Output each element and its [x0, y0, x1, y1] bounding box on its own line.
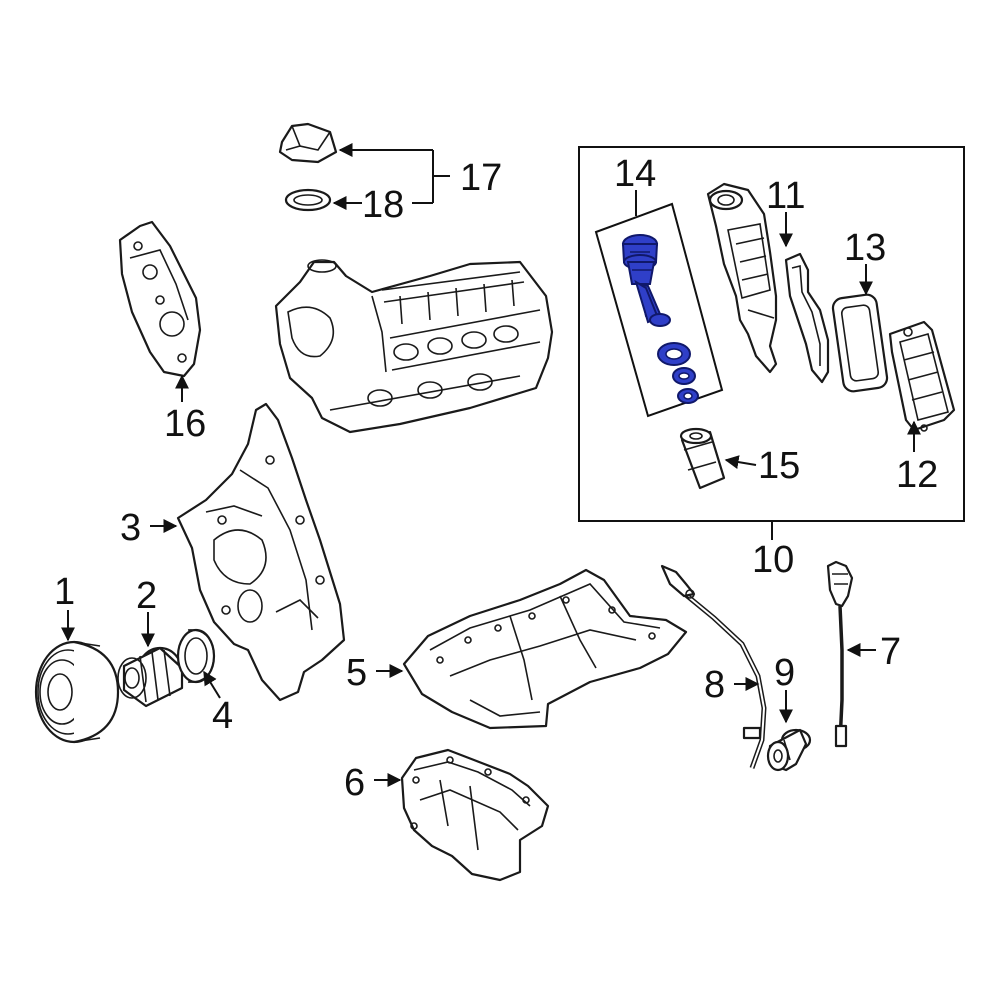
callout-11: 11: [766, 175, 805, 217]
engine-cylinder-head: [274, 259, 554, 434]
callout-9: 9: [774, 652, 795, 694]
filler-cap-seal[interactable]: [284, 188, 332, 212]
dipstick[interactable]: [826, 560, 854, 748]
front-crank-seal[interactable]: [176, 628, 216, 684]
callout-14: 14: [614, 153, 656, 195]
callout-3: 3: [120, 507, 141, 549]
oil-filter-cap-kit[interactable]: [621, 234, 699, 404]
filter-cap-kit-frame: [594, 202, 724, 418]
callout-4: 4: [212, 695, 233, 737]
callout-10: 10: [752, 539, 794, 581]
crankshaft-sprocket[interactable]: [117, 646, 184, 708]
callout-2: 2: [136, 575, 157, 617]
callout-8: 8: [704, 664, 725, 706]
oil-filler-cap[interactable]: [278, 122, 338, 164]
oil-filter-housing[interactable]: [706, 182, 778, 374]
oil-filter-element[interactable]: [679, 427, 726, 490]
oil-cooler[interactable]: [888, 320, 956, 432]
upper-oil-pan[interactable]: [402, 568, 688, 730]
callout-5: 5: [346, 652, 367, 694]
callout-1: 1: [54, 571, 75, 613]
housing-gasket: [784, 252, 830, 384]
lower-oil-pan[interactable]: [400, 748, 550, 882]
dipstick-tube[interactable]: [660, 564, 767, 769]
callout-15: 15: [758, 445, 800, 487]
leader-15: [724, 455, 757, 469]
callout-17: 17: [460, 157, 502, 199]
front-timing-cover[interactable]: [176, 402, 346, 702]
callout-7: 7: [880, 631, 901, 673]
callout-12: 12: [896, 454, 938, 496]
callout-18: 18: [362, 184, 404, 226]
callout-6: 6: [344, 762, 365, 804]
timing-cover-plate[interactable]: [118, 220, 202, 378]
callout-13: 13: [844, 227, 886, 269]
leader-17-18: [332, 143, 450, 210]
dipstick-tube-seal[interactable]: [766, 728, 812, 772]
oil-cooler-gasket[interactable]: [831, 293, 889, 393]
leader-4: [203, 670, 221, 699]
callout-16: 16: [164, 403, 206, 445]
crankshaft-pulley[interactable]: [34, 640, 120, 744]
